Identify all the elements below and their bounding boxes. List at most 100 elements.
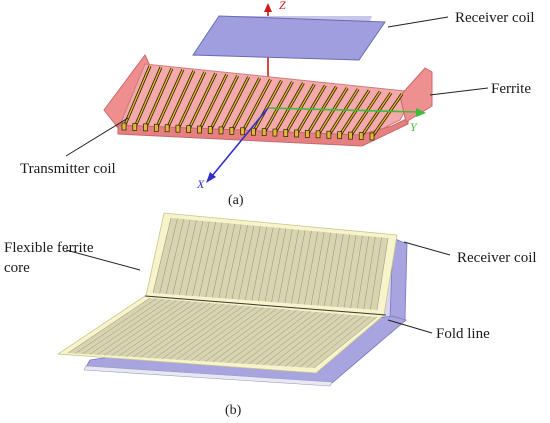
receiver-coil-winding-vertical (264, 227, 280, 302)
receiver-coil-winding-horizontal (89, 299, 171, 355)
transmitter-coil-terminal (326, 130, 332, 139)
transmitter-coil-terminal (251, 127, 256, 136)
transmitter-coil-terminal (369, 132, 375, 141)
transmitter-coil-turn-highlight (123, 65, 151, 128)
transmitter-coil-turn-highlight (349, 91, 381, 137)
receiver-coil-winding-vertical (225, 224, 242, 299)
receiver-coil-winding-vertical (152, 217, 172, 294)
receiver-coil-winding-vertical (172, 219, 191, 295)
receiver-coil-winding-horizontal (248, 311, 318, 365)
transmitter-coil-turn-highlight (328, 88, 359, 136)
receiver-coil-winding-vertical (363, 236, 376, 310)
receiver-coil-winding-horizontal (104, 300, 184, 356)
fold-line-label: Fold line (436, 326, 490, 342)
transmitter-coil-turn-highlight (360, 92, 392, 137)
receiver-coil-winding-vertical (165, 219, 185, 295)
receiver-coil-winding-vertical (317, 232, 331, 306)
caption-a: (a) (228, 193, 244, 208)
transmitter-coil-terminal (132, 123, 138, 131)
receiver-coil-winding-horizontal (176, 306, 251, 360)
receiver-coil-winding-horizontal (219, 309, 291, 363)
receiver-coil-winding-vertical (356, 236, 370, 309)
transmitter-coil-terminal (283, 129, 289, 137)
transmitter-coil-terminal (197, 125, 202, 134)
flexible-ferrite-core-label: Flexible ferrite core (4, 240, 97, 276)
transmitter-coil-terminal (175, 124, 181, 133)
receiver-coil-winding-horizontal (241, 311, 311, 364)
transmitter-coil-turn-highlight (134, 66, 162, 128)
transmitter-coil-label: Transmitter coil (20, 161, 116, 177)
receiver-coil-winding-horizontal (161, 305, 237, 359)
transmitter-coil-leader (65, 117, 129, 157)
receiver-coil-winding-vertical (277, 229, 293, 303)
receiver-coil-winding-horizontal (198, 307, 271, 362)
receiver-coil-winding-horizontal (183, 306, 257, 361)
receiver-coil-winding-horizontal (147, 303, 224, 359)
transmitter-coil-terminal (294, 129, 299, 138)
receiver-coil-winding-vertical (337, 234, 351, 308)
receiver-coil-winding-horizontal (111, 301, 191, 356)
transmitter-coil-turn-highlight (220, 76, 250, 132)
transmitter-coil-turn-highlight (317, 87, 348, 136)
z-axis-arrowhead (264, 3, 272, 12)
transmitter-coil-turn-highlight (177, 71, 206, 130)
fold-line-leader (387, 319, 433, 334)
receiver-coil-winding-vertical (291, 230, 306, 304)
ferrite-right-wall (399, 67, 433, 123)
receiver-coil-label-b: Receiver coil (457, 250, 537, 266)
transmitter-coil-terminal (261, 128, 267, 137)
receiver-coil-winding-horizontal (67, 297, 151, 354)
receiver-coil-winding-vertical (271, 228, 287, 303)
receiver-coil-winding-horizontal (125, 302, 204, 357)
transmitter-coil-terminal (164, 124, 170, 133)
y-axis-arrowhead (416, 108, 426, 117)
transmitter-coil-turn-highlight (306, 86, 337, 135)
receiver-coil-winding-vertical (231, 224, 248, 300)
ferrite-label: Ferrite (491, 81, 531, 97)
transmitter-coil-terminal (337, 131, 343, 140)
receiver-coil-winding-vertical (159, 218, 178, 294)
caption-b: (b) (225, 403, 242, 418)
transmitter-coil-terminal (229, 126, 235, 135)
receiver-coil-winding-vertical (198, 222, 216, 297)
receiver-coil-winding-horizontal (212, 308, 284, 363)
receiver-coil-winding-horizontal (118, 301, 197, 357)
receiver-coil-windings (67, 217, 389, 369)
receiver-coil-winding-vertical (304, 231, 319, 305)
transmitter-coil (121, 65, 404, 141)
fold-line (144, 295, 387, 316)
receiver-coil-winding-horizontal (270, 313, 338, 366)
transmitter-coil-turn-highlight (209, 75, 239, 131)
z-axis-label: Z (279, 0, 286, 12)
receiver-coil-winding-horizontal (299, 315, 364, 368)
receiver-coil-winding-vertical (218, 223, 236, 299)
transmitter-coil-terminal (315, 130, 321, 139)
transmitter-coil-terminal (240, 127, 245, 136)
receiver-coil-winding-vertical (370, 237, 382, 310)
transmitter-coil-terminal (348, 131, 353, 140)
receiver-coil-label: Receiver coil (455, 10, 535, 26)
x-axis-arrowhead (206, 172, 216, 183)
receiver-coil-winding-vertical (212, 223, 229, 298)
transmitter-coil-turn-highlight (263, 81, 294, 133)
receiver-coil-winding-horizontal (313, 316, 378, 369)
panel-a: Z Y X Receiver coil Ferrite Transmitter … (20, 0, 535, 208)
receiver-coil-winding-horizontal (75, 298, 157, 354)
receiver-coil-winding-vertical (284, 229, 299, 304)
x-axis-line (211, 107, 269, 177)
receiver-coil-winding-vertical (350, 235, 363, 309)
transmitter-coil-turn-highlight (241, 79, 272, 133)
y-axis-line (267, 107, 419, 113)
receiver-coil-winding-horizontal (292, 315, 358, 367)
receiver-coil-sheet-bottom-edge (83, 365, 333, 387)
transmitter-coil-turn-highlight (231, 77, 261, 132)
flexible-ferrite-core-leader (65, 249, 141, 271)
receiver-coil-winding-vertical (185, 220, 204, 296)
transmitter-coil-turn-highlight (188, 73, 217, 130)
receiver-coil-winding-vertical (238, 225, 255, 300)
receiver-coil-winding-horizontal (82, 298, 164, 355)
transmitter-coil-turn-highlight (339, 89, 370, 137)
transmitter-coil-turn-highlight (252, 80, 283, 133)
